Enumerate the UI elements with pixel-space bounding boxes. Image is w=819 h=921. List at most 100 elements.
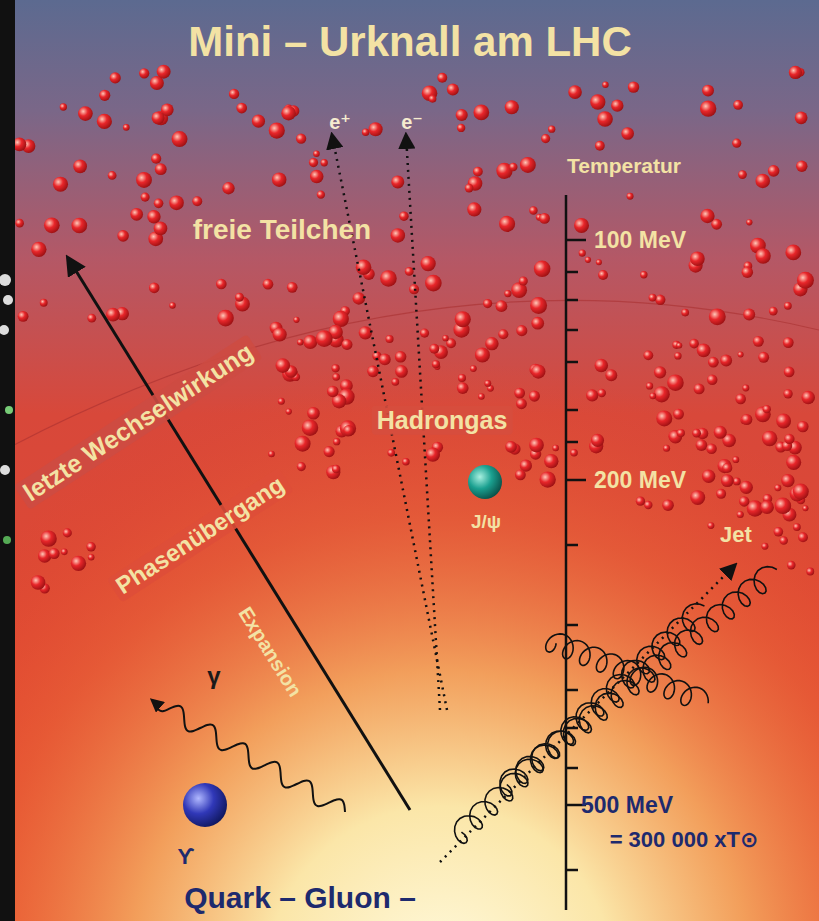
- hadron-dot: [676, 343, 682, 349]
- hadron-dot: [655, 295, 665, 305]
- hadron-dot: [78, 106, 93, 121]
- hadron-dot: [740, 481, 753, 494]
- hadron-dot: [456, 109, 468, 121]
- particle-label: γ: [207, 662, 220, 690]
- hadron-dot: [552, 445, 559, 452]
- upsilon-ball: [183, 783, 227, 827]
- hadron-dot: [531, 364, 545, 378]
- hadron-dot: [516, 325, 527, 336]
- hadron-dot: [151, 154, 161, 164]
- hadron-dot: [332, 373, 340, 381]
- hadron-dot: [793, 484, 809, 500]
- axis-tick: [566, 361, 578, 364]
- hadron-dot: [755, 248, 770, 263]
- tick-label: = 300 000 xT⊙: [610, 827, 759, 852]
- hadron-dot: [514, 388, 525, 399]
- hadron-dot: [692, 429, 701, 438]
- hadron-dot: [644, 501, 652, 509]
- hadron-dot: [504, 290, 511, 297]
- hadron-dot: [496, 300, 508, 312]
- hadron-dot: [157, 65, 171, 79]
- hadron-dot: [520, 157, 536, 173]
- hadron-dot: [192, 196, 202, 206]
- side-strip: [0, 0, 15, 921]
- hadron-dot: [737, 511, 744, 518]
- hadron-dot: [760, 500, 774, 514]
- hadron-dot: [738, 352, 744, 358]
- hadron-dot: [529, 206, 537, 214]
- hadron-dot: [391, 175, 404, 188]
- hadron-dot: [296, 134, 306, 144]
- hadron-dot: [86, 542, 95, 551]
- axis-tick: [566, 869, 578, 872]
- hadron-dot: [169, 302, 175, 308]
- hadron-dot: [742, 385, 749, 392]
- axis-tick: [566, 479, 586, 482]
- hadron-dot: [123, 124, 130, 131]
- hadron-dot: [673, 409, 684, 420]
- hadron-dot: [295, 436, 311, 452]
- hadron-dot: [484, 380, 491, 387]
- hadron-dot: [784, 367, 795, 378]
- hadron-dot: [628, 81, 639, 92]
- hadron-dot: [362, 128, 369, 135]
- hadron-dot: [18, 311, 29, 322]
- hadron-dot: [327, 386, 339, 398]
- hadron-dot: [789, 66, 802, 79]
- hadron-dot: [663, 445, 670, 452]
- hadron-dot: [470, 365, 477, 372]
- hadron-dot: [108, 171, 117, 180]
- photon-wave: [152, 700, 345, 812]
- hadron-dot: [515, 469, 526, 480]
- hadron-dot: [367, 366, 379, 378]
- hadron-dot: [44, 217, 60, 233]
- hadron-dot: [302, 419, 319, 436]
- hadron-dot: [776, 413, 791, 428]
- jpsi-ball: [468, 465, 502, 499]
- hadron-dot: [605, 369, 617, 381]
- hadron-dot: [155, 163, 167, 175]
- hadron-dot: [621, 127, 634, 140]
- hadron-dot: [49, 548, 60, 559]
- hadron-dot: [437, 73, 447, 83]
- tick-label: 500 MeV: [581, 792, 673, 818]
- hadron-dot: [324, 446, 335, 457]
- particle-label: e⁺: [329, 111, 351, 134]
- hadron-dot: [473, 105, 489, 121]
- hadron-dot: [386, 335, 394, 343]
- hadron-dot: [31, 575, 46, 590]
- hadron-dot: [473, 167, 483, 177]
- hadron-dot: [275, 358, 290, 373]
- axis-tick: [566, 689, 578, 692]
- hadron-dot: [706, 444, 717, 455]
- hadron-dot: [485, 337, 498, 350]
- hadron-dot: [136, 172, 152, 188]
- hadron-dot: [586, 389, 598, 401]
- hadron-dot: [286, 408, 292, 414]
- hadron-dot: [297, 462, 306, 471]
- hadron-dot: [387, 449, 395, 457]
- hadron-dot: [700, 209, 714, 223]
- axis-tick: [566, 329, 578, 332]
- hadron-dot: [97, 114, 112, 129]
- phase-label: Quark – Gluon –: [184, 881, 416, 916]
- hadron-dot: [149, 283, 160, 294]
- hadron-dot: [326, 465, 340, 479]
- hadron-dot: [405, 267, 414, 276]
- hadron-dot: [654, 386, 670, 402]
- hadron-dot: [455, 311, 471, 327]
- hadron-dot: [152, 111, 165, 124]
- axis-tick: [566, 624, 578, 627]
- hadron-dot: [797, 421, 808, 432]
- hadron-dot: [15, 219, 24, 228]
- hadron-dot: [229, 89, 239, 99]
- hadron-dot: [87, 314, 96, 323]
- hadron-dot: [353, 292, 365, 304]
- hadron-dot: [795, 111, 808, 124]
- hadron-dot: [316, 330, 333, 347]
- hadron-dot: [442, 335, 448, 341]
- hadron-dot: [568, 85, 582, 99]
- hadron-dot: [483, 299, 492, 308]
